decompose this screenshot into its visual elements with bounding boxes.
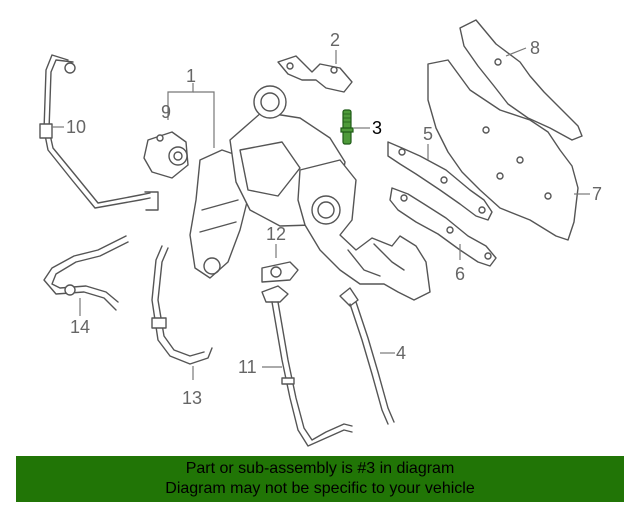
leader-lines xyxy=(52,47,590,380)
exhaust-manifold xyxy=(297,159,431,301)
banner-line-2: Diagram may not be specific to your vehi… xyxy=(165,480,475,497)
part-8-upper-heat-shield xyxy=(459,19,583,141)
callout-6: 6 xyxy=(455,264,465,284)
part-10-oil-line xyxy=(39,54,159,211)
callout-8: 8 xyxy=(530,38,540,58)
part-2-bracket xyxy=(277,55,353,93)
callout-11: 11 xyxy=(238,357,257,377)
part-14-coolant-hose xyxy=(43,235,129,311)
callout-12: 12 xyxy=(266,224,286,244)
callout-13: 13 xyxy=(182,388,202,408)
callout-labels: 1 2 3 4 5 6 7 8 9 10 11 12 13 14 xyxy=(66,30,602,408)
part-11-oil-line xyxy=(261,285,353,447)
callout-10: 10 xyxy=(66,117,86,137)
part-7-heat-shield xyxy=(427,59,579,241)
callout-7: 7 xyxy=(592,184,602,204)
banner-line-1: Part or sub-assembly is #3 in diagram xyxy=(185,460,455,477)
callout-3: 3 xyxy=(372,118,382,138)
callout-1: 1 xyxy=(186,66,196,86)
info-banner: Part or sub-assembly is #3 in diagram Di… xyxy=(16,456,624,502)
callout-2: 2 xyxy=(330,30,340,50)
callout-5: 5 xyxy=(423,124,433,144)
callout-14: 14 xyxy=(70,317,90,337)
part-6-gasket xyxy=(389,187,497,267)
part-3-highlighted-stud xyxy=(340,109,354,145)
part-5-gasket xyxy=(387,141,493,221)
callout-9: 9 xyxy=(161,102,171,122)
part-4-oil-return-line xyxy=(339,287,395,425)
part-9-wastegate-actuator xyxy=(143,131,189,179)
callout-4: 4 xyxy=(396,343,406,363)
part-13-coolant-line xyxy=(151,245,213,365)
part-12-gasket xyxy=(261,261,299,283)
